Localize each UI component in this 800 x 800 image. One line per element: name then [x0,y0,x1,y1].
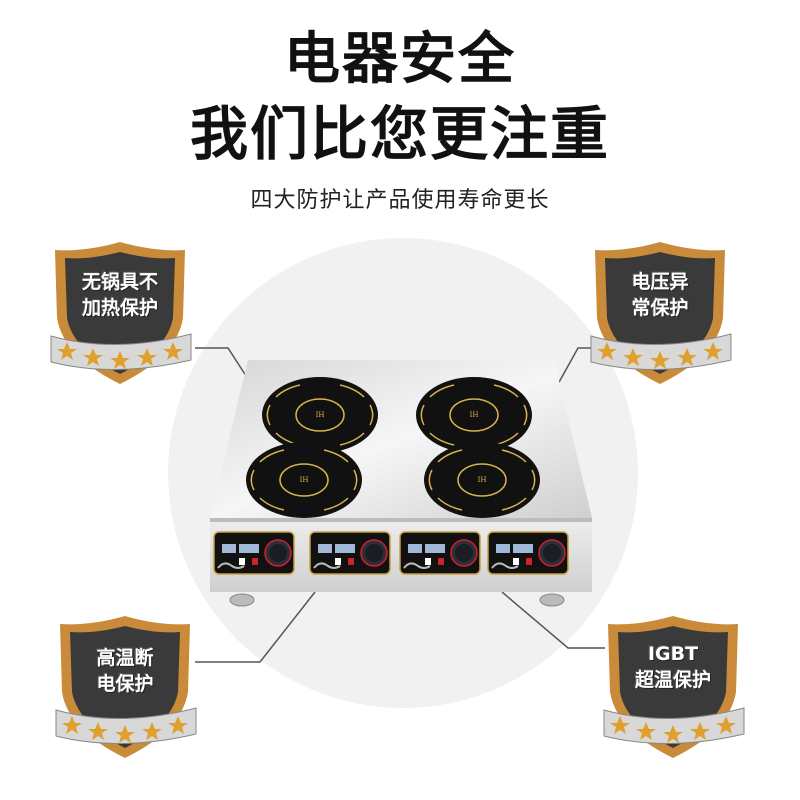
title-line-1: 电器安全 [284,27,516,92]
shield-icon [603,616,745,758]
shield-icon [50,242,192,384]
badge-igbt-protection: IGBT 超温保护 [598,612,748,762]
badge-text-line-2: 常保护 [631,297,689,319]
badge-text-line-1: 无锅具不 [81,271,158,293]
badge-text-line-2: 电保护 [96,673,154,695]
badge-text-line-2: 加热保护 [81,297,158,319]
badge-text-line-1: 电压异 [631,271,689,293]
shield-icon [590,242,732,384]
badge-voltage-protection: 电压异 常保护 [585,238,735,388]
badge-no-cookware-protection: 无锅具不 加热保护 [45,238,195,388]
badge-text-line-2: 超温保护 [634,669,711,691]
shield-icon [55,616,197,758]
title-line-2: 我们比您更注重 [189,100,610,168]
induction-cooktop-image: IH [210,360,592,610]
badge-text-line-1: IGBT [647,643,699,665]
badge-high-temp-protection: 高温断 电保护 [50,612,200,762]
subtitle: 四大防护让产品使用寿命更长 [250,188,550,213]
badge-text-line-1: 高温断 [96,647,154,669]
